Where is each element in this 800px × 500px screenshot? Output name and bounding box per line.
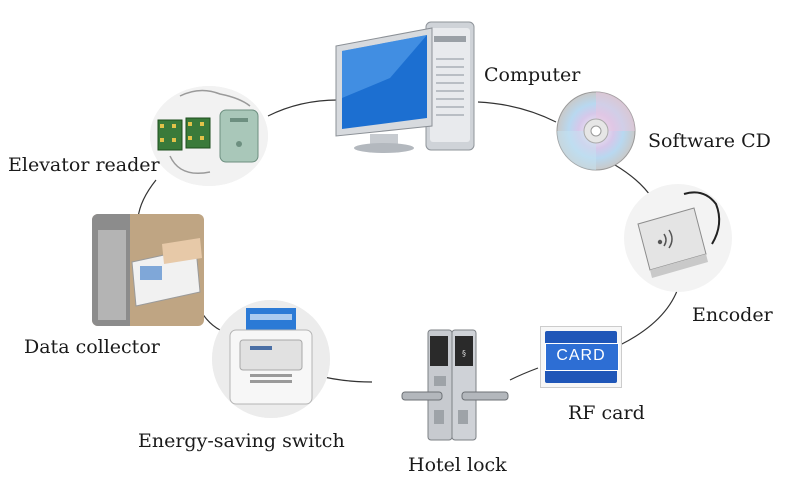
connector-card-lock bbox=[509, 367, 539, 381]
elevator-reader-illustration bbox=[150, 86, 268, 186]
connector-computer-cd bbox=[477, 101, 557, 123]
encoder-label: Encoder bbox=[692, 304, 773, 326]
rf-card-illustration: CARD bbox=[540, 326, 622, 388]
rf-card-text: CARD bbox=[556, 347, 606, 364]
computer-illustration bbox=[330, 18, 480, 156]
connector-collector-elevator bbox=[137, 179, 157, 219]
svg-text:§: § bbox=[462, 349, 466, 358]
rf-card-label: RF card bbox=[568, 402, 645, 424]
hotel-lock-label: Hotel lock bbox=[408, 454, 507, 476]
data-collector-illustration bbox=[92, 214, 204, 326]
energy-switch-label: Energy-saving switch bbox=[138, 430, 345, 452]
data-collector-label: Data collector bbox=[24, 336, 160, 358]
software-cd-label: Software CD bbox=[648, 130, 771, 152]
computer-label: Computer bbox=[484, 64, 581, 86]
software-cd-illustration bbox=[555, 90, 637, 172]
elevator-reader-label: Elevator reader bbox=[8, 154, 160, 176]
rf-card-body: CARD bbox=[545, 331, 619, 383]
hotel-lock-illustration: § bbox=[400, 326, 512, 446]
connector-elevator-computer bbox=[267, 99, 339, 117]
energy-switch-illustration bbox=[212, 300, 330, 418]
rf-card-band bbox=[545, 343, 619, 371]
encoder-illustration bbox=[624, 184, 732, 292]
